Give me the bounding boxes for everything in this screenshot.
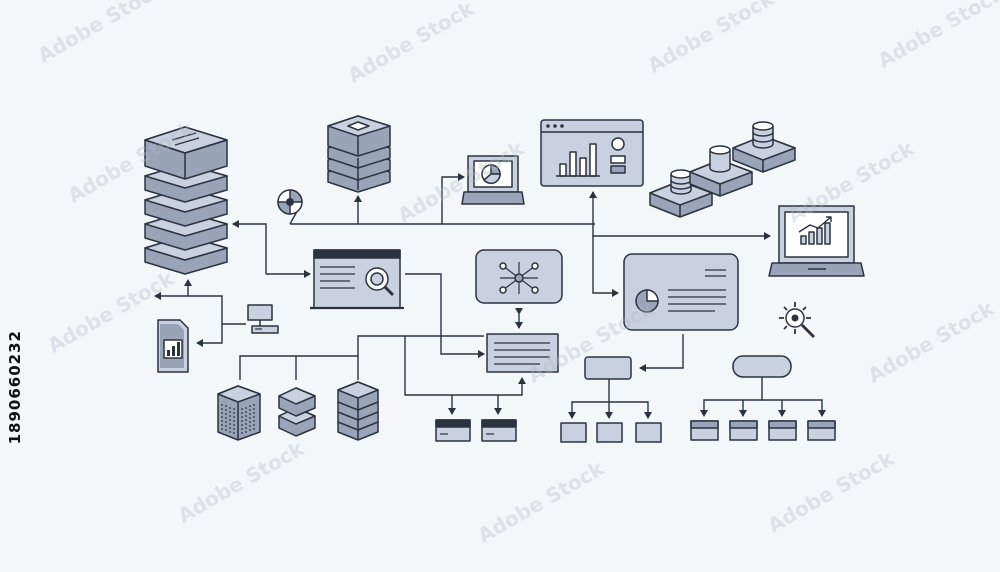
connector (441, 173, 465, 224)
laptop-pie-chart-icon (461, 155, 525, 205)
connector (762, 399, 826, 417)
connector (592, 236, 619, 297)
laptop-growth-chart-icon (768, 205, 865, 277)
connector (232, 220, 267, 274)
presentation-board-icon (623, 253, 739, 331)
connector (239, 335, 484, 380)
drive-unit-icon (481, 419, 517, 442)
connector (188, 295, 246, 325)
server-layers-icon (278, 387, 316, 437)
report-file-icon (157, 319, 189, 373)
connector (196, 324, 223, 347)
database-server-stack-icon (144, 126, 228, 275)
server-stack-icon (337, 381, 379, 441)
connectors (154, 173, 826, 419)
connector (700, 377, 763, 417)
server-rack-icon (217, 385, 261, 441)
database-blocks-icon (649, 121, 796, 218)
connector (609, 401, 652, 419)
connector (405, 273, 485, 358)
stock-id-label: 1890660232 (6, 330, 24, 445)
connector (639, 334, 684, 372)
connector (568, 379, 610, 419)
search-window-icon (310, 249, 404, 310)
hierarchy-chart-icon (690, 355, 836, 441)
connector (592, 224, 771, 240)
settings-magnifier-icon (779, 302, 815, 338)
network-node-icon (475, 249, 563, 304)
connector (404, 336, 526, 396)
dashboard-window-icon (540, 119, 644, 187)
server-cube-icon (327, 115, 391, 193)
monitor-icon (247, 304, 279, 334)
data-point-icon (277, 189, 303, 215)
org-chart-icon (560, 356, 662, 443)
drive-unit-icon (435, 419, 471, 442)
list-panel-icon (486, 333, 559, 373)
